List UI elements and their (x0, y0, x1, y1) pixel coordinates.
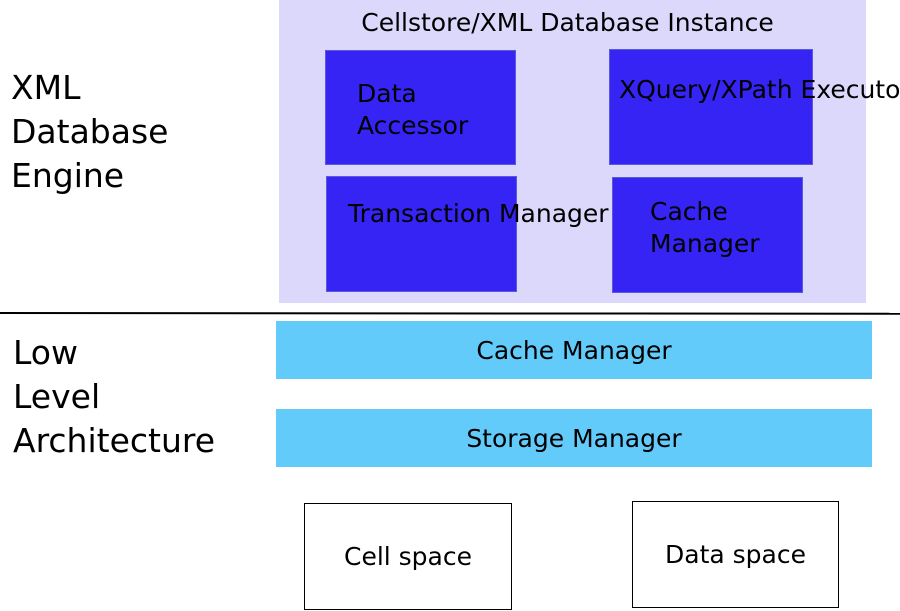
storage-manager-bar: Storage Manager (276, 409, 872, 467)
low-level-cache-manager-label: Cache Manager (476, 335, 672, 365)
transaction-manager-label: Transaction Manager (348, 199, 609, 228)
storage-manager-label: Storage Manager (466, 423, 682, 453)
cell-space-box: Cell space (304, 503, 512, 610)
xml-database-engine-label: XML Database Engine (11, 68, 169, 195)
instance-cache-manager-label: Cache Manager (650, 197, 760, 258)
data-space-box: Data space (632, 501, 839, 608)
cell-space-label: Cell space (343, 542, 472, 571)
layer-divider (0, 312, 900, 315)
instance-cache-manager-box (612, 177, 803, 293)
transaction-manager-box (326, 176, 517, 292)
low-level-cache-manager-bar: Cache Manager (276, 321, 872, 379)
xquery-executor-label: XQuery/XPath Executor (619, 75, 900, 104)
database-instance-title: Cellstore/XML Database Instance (361, 8, 774, 37)
xquery-executor-box (609, 49, 813, 165)
low-level-architecture-label: Low Level Architecture (13, 333, 216, 460)
data-accessor-label: Data Accessor (357, 79, 469, 140)
data-accessor-box (325, 50, 516, 165)
data-space-label: Data space (665, 540, 806, 569)
